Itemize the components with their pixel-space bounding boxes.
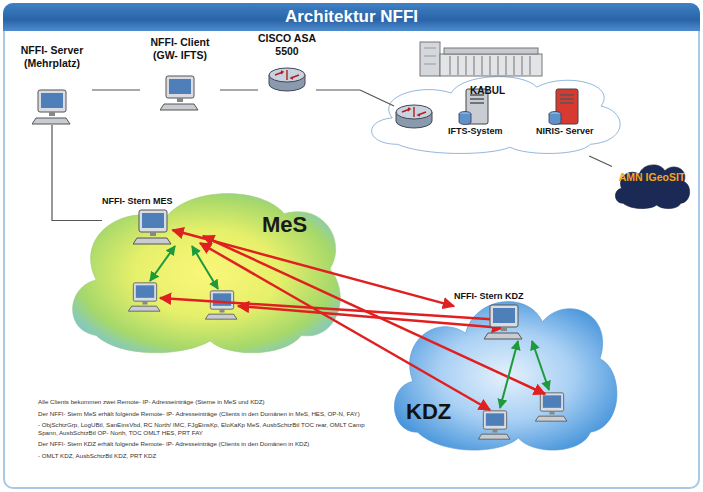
cloud-region: MeS NFFI- Stern MES (62, 186, 347, 352)
node-label: NFFI- Stern MES (102, 196, 173, 207)
cloud-link-line (360, 90, 394, 106)
icon-holder (32, 89, 72, 125)
mes-client-computer (128, 283, 160, 311)
icon-holder (484, 304, 524, 340)
star-node: NFFI- Stern KDZ (454, 291, 524, 340)
monitor-frame (38, 90, 66, 112)
building-hall (440, 54, 542, 76)
note-text: Der NFFI- Stern KDZ erhält folgende Remo… (38, 440, 383, 448)
server-node: NIRIS- Server (536, 88, 594, 137)
database-body (549, 114, 561, 125)
monitor-stand (501, 327, 507, 331)
node-label: NIRIS- Server (536, 126, 594, 137)
star-node: NFFI- Stern MES (102, 196, 173, 245)
computer-node: NFFI- Server (Mehrplatz) (12, 44, 92, 125)
node-label: IFTS-System (448, 126, 503, 137)
monitor-frame (166, 76, 194, 98)
router-arrows (275, 70, 299, 80)
server-slots (470, 95, 484, 103)
cloud-outline (73, 194, 341, 353)
computer-node: NFFI- Client (GW- IFTS) (140, 36, 220, 111)
monitor-screen (142, 213, 164, 228)
monitor-stand (49, 112, 55, 116)
computer-icon (133, 209, 173, 245)
kdz-client-computer (478, 411, 510, 439)
note-text: - OMLT KDZ, AusbSchtzBtl KDZ, PRT KDZ (38, 452, 383, 460)
router-holder (394, 104, 434, 130)
keyboard (32, 118, 70, 124)
database-body (459, 114, 471, 125)
connector-line (92, 89, 140, 90)
node-label: CISCO ASA 5500 (258, 32, 316, 57)
connector-line (316, 89, 360, 90)
connector-line (52, 125, 102, 221)
connector-line (589, 156, 612, 167)
keyboard (484, 333, 522, 339)
computer-icon (32, 89, 72, 125)
node-label: NFFI- Server (Mehrplatz) (12, 44, 92, 69)
note-text: - ObjSchtzGrp, LogUBtl, SanEinsVbd, RC N… (38, 421, 383, 436)
region-label: KDZ (406, 399, 451, 425)
diagram-title: Architektur NFFI (285, 7, 418, 27)
node-label: NFFI- Client (GW- IFTS) (140, 36, 220, 61)
cloud-region: KDZ NFFI- Stern KDZ (384, 285, 624, 455)
cloud-outline (372, 77, 621, 154)
cloud-shape (612, 160, 692, 210)
region-label: KABUL (470, 85, 505, 96)
building-roof (444, 48, 538, 54)
icon-holder (160, 75, 200, 111)
building-columns (450, 56, 530, 75)
mes-client-computer (205, 291, 237, 319)
cloud-shape (62, 186, 347, 352)
computer-icon (160, 75, 200, 111)
keyboard (160, 104, 198, 110)
node-label: NFFI- Stern KDZ (454, 291, 524, 302)
cloud-region: AMN IGeoSIT (612, 160, 692, 210)
monitor-frame (490, 305, 518, 327)
title-bar: Architektur NFFI (3, 3, 700, 31)
notes-block: Alle Clients bekommen zwei Remote- IP- A… (38, 398, 383, 464)
building-windows (424, 48, 436, 64)
kabul-buildings (420, 42, 542, 76)
router-top (269, 68, 305, 82)
icon-holder (267, 67, 307, 93)
building-tower (420, 42, 440, 76)
connector-line (220, 89, 258, 90)
server-icon (548, 88, 582, 126)
monitor-stand (150, 232, 156, 236)
note-text: Alle Clients bekommen zwei Remote- IP- A… (38, 398, 383, 406)
cloud-outline (394, 302, 617, 451)
monitor-screen (41, 93, 63, 108)
region-label: AMN IGeoSIT (612, 171, 692, 184)
region-label: MeS (262, 212, 307, 238)
icon-holder (133, 209, 173, 245)
note-text: Der NFFI- Stern MeS erhält folgende Remo… (38, 410, 383, 418)
monitor-screen (493, 308, 515, 323)
monitor-screen (169, 79, 191, 94)
monitor-stand (177, 98, 183, 102)
monitor-frame (139, 210, 167, 232)
router-icon (394, 104, 434, 130)
computer-icon (484, 304, 524, 340)
router-node: CISCO ASA 5500 (258, 32, 316, 93)
server-slots (560, 95, 574, 103)
router-arrows (402, 107, 426, 117)
cloud-region: KABUL IFTS-System NIRIS- Server (360, 68, 628, 156)
kdz-client-computer (535, 393, 567, 421)
router-icon (267, 67, 307, 93)
router-top (396, 105, 432, 119)
keyboard (133, 238, 171, 244)
